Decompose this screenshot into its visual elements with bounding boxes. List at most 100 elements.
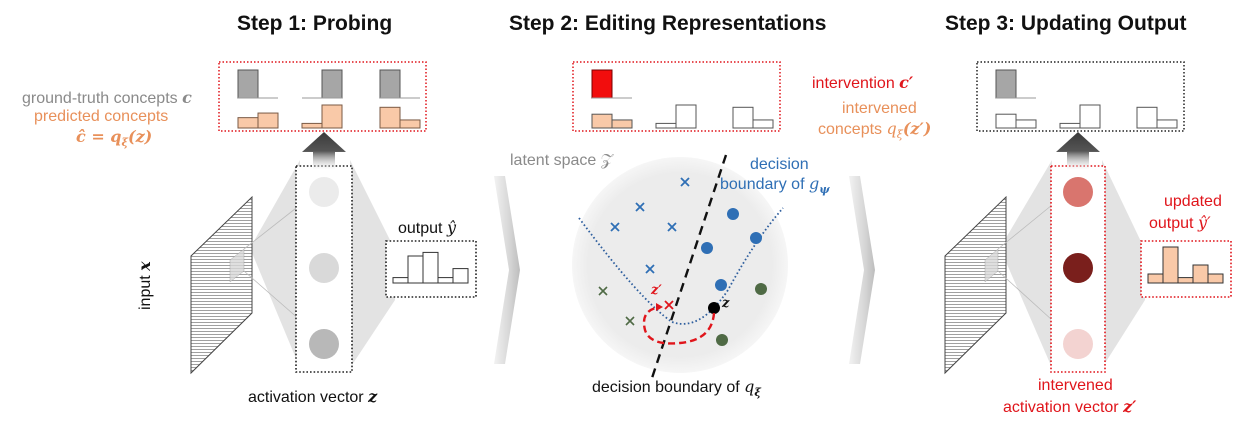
updated-output-hist-bar [1177,277,1194,284]
pred-concept-bar [257,112,279,129]
intervened-concept-bar [752,119,774,129]
step2-title: Step 2: Editing Representations [509,12,827,35]
pred-concepts-formula: ĉ = qξ(z) [76,127,152,149]
blue-cross-points [610,177,690,274]
intervention-text: intervention [812,75,895,92]
activation-symbol: z [368,387,378,406]
output-hist-bar [452,268,469,284]
intervention-symbol: c′ [899,73,914,92]
activation-text: activation vector [248,389,364,406]
point-z-prime [664,300,674,310]
gt-concept-bar [379,69,401,99]
latent-points [598,177,767,346]
blue-dot [750,232,762,244]
step3-projection-line [997,204,1053,250]
step1-activation-neurons [309,177,339,359]
chevron-right-icon [849,176,875,364]
step1-up-arrow-icon [302,132,346,170]
step3-projection-line [997,270,1053,321]
intervened-activation-symbol: z′ [1123,397,1137,416]
boundary-q-text: decision boundary of [592,379,740,396]
updated-concept-bar [1136,106,1158,129]
output-y-label: output ŷ [398,218,456,238]
activation-vector-label: activation vector z [248,387,377,407]
output-hist-bar [407,255,424,284]
blue-cross [680,177,690,187]
green-cross [598,286,608,296]
activation-neuron [309,329,339,359]
activation-neuron [309,177,339,207]
updated-output-hist-bar [1147,273,1164,284]
intervened-activation-line1: intervened [1038,377,1113,394]
step3-concept-box [976,61,1185,132]
pred-formula-arg: (z) [128,127,153,146]
intervened-activation-line2: activation vector z′ [1003,397,1136,417]
intervention-concept-bar [591,69,613,99]
gt-concept-bar [237,69,259,99]
point-z [708,302,720,314]
boundary-g-symbol: g [808,174,820,193]
step3-input-plane [944,195,1007,375]
step3-output-box [1140,240,1232,298]
intervened-concept-bar [675,104,697,129]
updated-concept-bar [995,113,1017,129]
input-symbol: x [135,261,154,271]
step1-input-plane [190,195,253,375]
step1-projection-line [243,270,301,321]
updated-output-symbol: ŷ′ [1197,213,1211,232]
z-prime-label: z′ [651,283,662,298]
updated-output-line2: output ŷ′ [1149,213,1211,233]
boundary-q-symbol: q [744,377,755,396]
blue-cross [610,222,620,232]
intervention-path [642,305,716,345]
intervened-concepts-line1: intervened [842,100,917,117]
gt-concepts-text: ground-truth concepts [22,90,178,107]
intervened-activation-neuron [1063,253,1093,283]
updated-output-hist-bar [1162,246,1179,284]
step3-output-histogram [1147,246,1224,284]
step3-input-fan [1000,160,1052,368]
pred-concept-bar [379,106,401,129]
step3-up-arrow-icon [1056,132,1100,170]
z-label: z [722,296,730,311]
blue-cross [645,264,655,274]
gt-concept-bar [995,69,1017,99]
blue-cross [635,202,645,212]
output-hist-bar [437,277,454,284]
boundary-g-psi-curve [578,207,784,325]
boundary-q-xi-line [650,154,728,379]
boundary-g-line1: decision [750,156,809,173]
input-x-label: input x [135,261,155,310]
output-hist-bar [392,277,409,284]
activation-neuron [309,253,339,283]
step3-activation-neurons [1063,177,1093,359]
green-dot [716,334,728,346]
intervened-activation-text: activation vector [1003,399,1119,416]
blue-dot [701,242,713,254]
updated-output-text: output [1149,215,1194,232]
latent-space-label: latent space 𝒵 [510,152,613,170]
output-symbol: ŷ [446,218,456,237]
intervened-concepts-text: concepts [818,121,883,138]
updated-output-hist-bar [1207,273,1224,284]
updated-output-line1: updated [1164,193,1222,210]
blue-cross [667,222,677,232]
boundary-g-sub: ψ [819,183,830,197]
blue-dot [727,208,739,220]
pred-concept-bar [321,104,343,129]
intervened-formula-arg: (z′) [902,119,932,138]
updated-concept-bar [1079,104,1101,129]
boundary-g-line2: boundary of gψ [720,174,830,196]
green-cross [625,316,635,326]
intervened-formula: q [886,119,897,138]
intervened-activation-neuron [1063,177,1093,207]
step1-projection-line [243,204,301,250]
step1-output-histogram [392,251,469,284]
gt-concepts-label: ground-truth concepts c [22,88,192,108]
latent-symbol: 𝒵 [600,152,613,169]
intervened-formula-sub: ξ [896,128,903,142]
boundary-q-sub: ξ [754,386,761,400]
intervened-concept-bar [732,106,754,129]
input-text: input [137,275,154,310]
step1-title: Step 1: Probing [237,12,393,35]
